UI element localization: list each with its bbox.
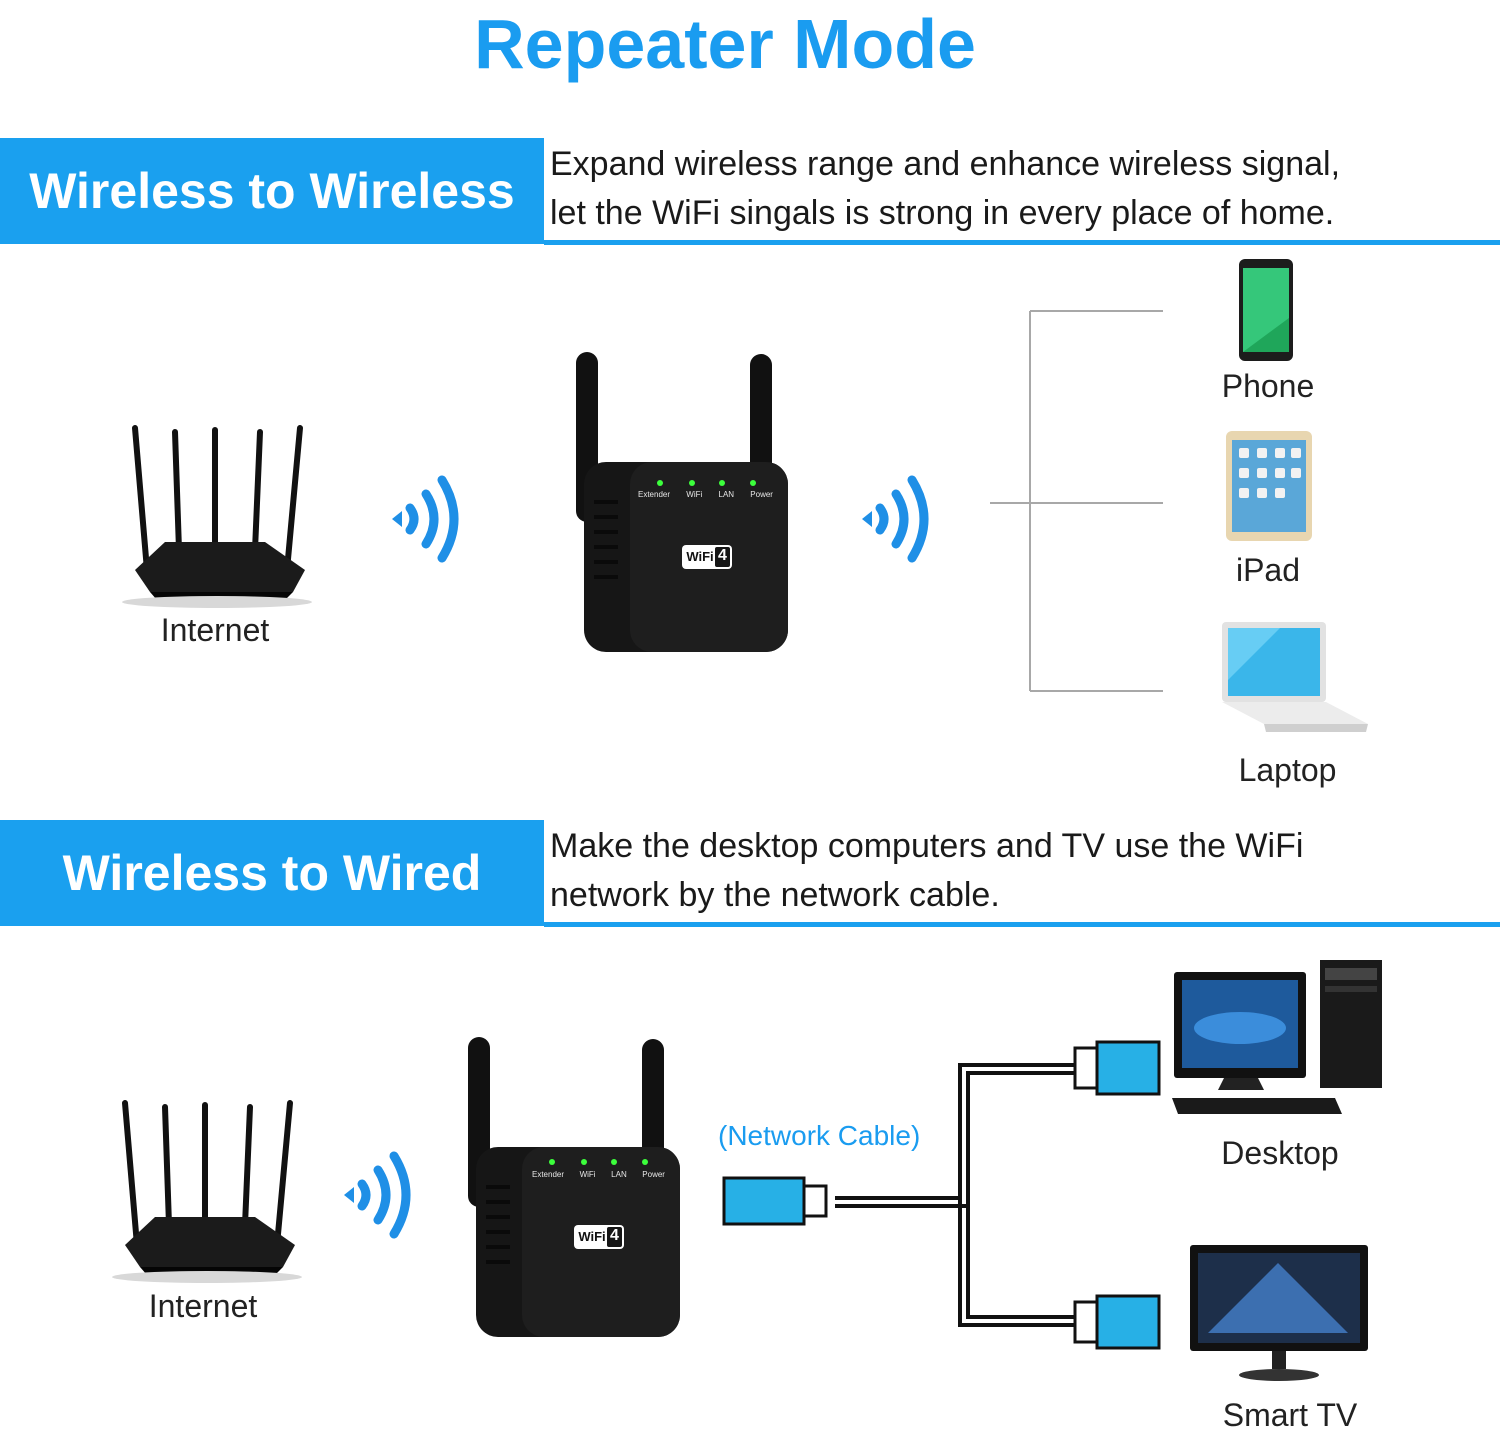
led-label-extender: Extender xyxy=(532,1170,565,1179)
router-icon xyxy=(112,1100,302,1283)
section2-router-label: Internet xyxy=(148,1288,258,1324)
router-icon xyxy=(122,425,312,608)
network-cable xyxy=(722,1040,1161,1350)
connection-bracket xyxy=(990,310,1163,692)
wifi-badge-number: 4 xyxy=(610,1227,619,1244)
wifi-signal-icon xyxy=(392,475,459,563)
wifi-badge-text: WiFi xyxy=(578,1229,606,1244)
section2-desc-line2: network by the network cable. xyxy=(550,876,1000,914)
phone-icon xyxy=(1239,259,1293,361)
section-wireless-to-wired-banner: Wireless to Wired xyxy=(0,820,544,926)
section1-router-label: Internet xyxy=(160,612,270,648)
device-label-laptop: Laptop xyxy=(1238,752,1337,788)
wifi-badge-number: 4 xyxy=(718,547,727,564)
wifi-signal-icon xyxy=(344,1151,411,1239)
led-label-wifi: WiFi xyxy=(686,490,703,499)
section1-desc-line2: let the WiFi singals is strong in every … xyxy=(550,194,1335,232)
section2-desc-line1: Make the desktop computers and TV use th… xyxy=(550,827,1304,865)
network-cable-label: (Network Cable) xyxy=(718,1120,921,1151)
section1-description: Expand wireless range and enhance wirele… xyxy=(550,140,1340,238)
led-label-power: Power xyxy=(750,490,773,499)
led-label-power: Power xyxy=(642,1170,665,1179)
wifi-extender-device xyxy=(468,1037,680,1337)
section-wireless-to-wireless-banner: Wireless to Wireless xyxy=(0,138,544,244)
led-label-lan: LAN xyxy=(611,1170,627,1179)
device-label-phone: Phone xyxy=(1221,368,1315,404)
section2-description: Make the desktop computers and TV use th… xyxy=(550,822,1303,920)
led-label-extender: Extender xyxy=(638,490,671,499)
section1-desc-line1: Expand wireless range and enhance wirele… xyxy=(550,145,1341,183)
wifi-badge-text: WiFi xyxy=(686,549,714,564)
wifi-extender-device xyxy=(576,352,788,652)
smart-tv-icon xyxy=(1190,1245,1368,1381)
extender-led-labels: Extender WiFi LAN Power xyxy=(638,490,773,499)
ipad-icon xyxy=(1226,431,1312,541)
led-label-lan: LAN xyxy=(718,490,735,499)
device-label-smart-tv: Smart TV xyxy=(1222,1397,1358,1433)
wifi-signal-icon xyxy=(862,475,929,563)
section2-rule xyxy=(544,922,1500,927)
section1-rule xyxy=(544,240,1500,245)
laptop-icon xyxy=(1222,622,1368,732)
led-label-wifi: WiFi xyxy=(579,1170,596,1179)
extender-led-labels: Extender WiFi LAN Power xyxy=(532,1170,665,1179)
desktop-computer-icon xyxy=(1172,960,1382,1114)
page-title: Repeater Mode xyxy=(474,5,976,83)
device-label-ipad: iPad xyxy=(1235,552,1301,588)
device-label-desktop: Desktop xyxy=(1221,1135,1339,1171)
